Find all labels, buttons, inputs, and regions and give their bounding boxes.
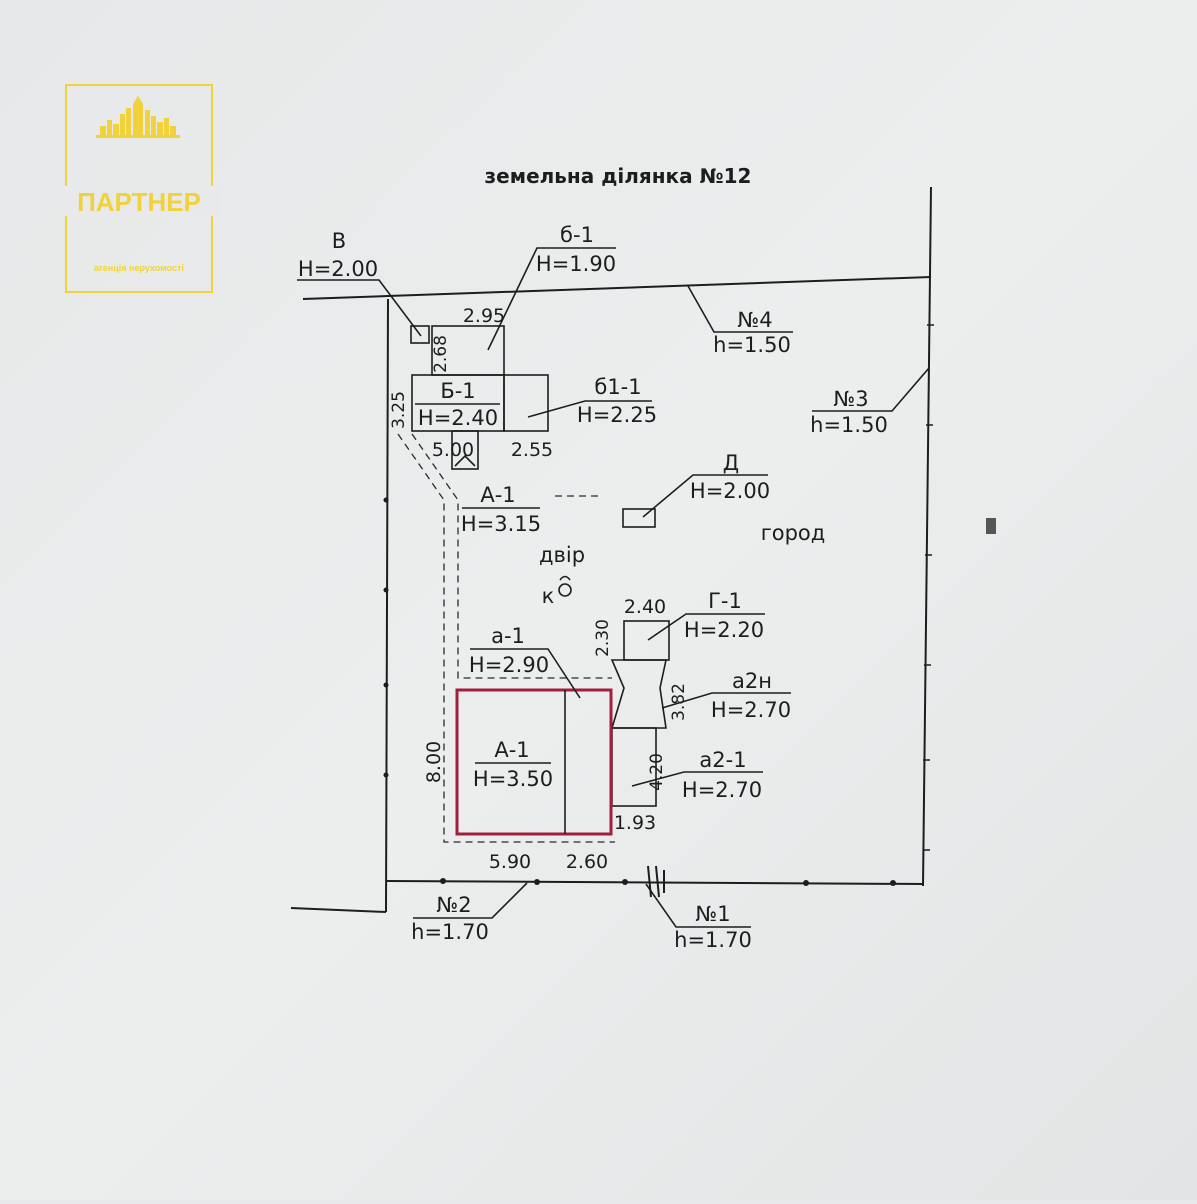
logo-tagline: агенція нерухомості: [94, 263, 184, 273]
label-n3-height: h=1.50: [810, 413, 888, 437]
label-n3-name: №3: [833, 387, 868, 411]
label-a1-name: а-1: [491, 624, 525, 648]
dim-3-25: 3.25: [389, 391, 409, 429]
leader-lines: [297, 247, 930, 928]
leader-n4: [687, 285, 793, 333]
porch-arrow: [454, 454, 476, 467]
label-n2-height: h=1.70: [411, 920, 489, 944]
leader-n1: [645, 883, 751, 928]
label-a2n-height: Н=2.70: [711, 698, 791, 722]
leader-a2-1: [631, 771, 763, 787]
right-boundary-ticks: [923, 324, 934, 851]
label-a21-height: Н=2.70: [682, 778, 762, 802]
label-n2-name: №2: [436, 893, 471, 917]
label-A1top-height: Н=3.15: [461, 512, 541, 536]
dim-4-20: 4.20: [647, 753, 667, 791]
label-n4-height: h=1.50: [713, 333, 791, 357]
leader-b1-1: [527, 400, 652, 418]
label-G1-height: Н=2.20: [684, 618, 764, 642]
label-n1-height: h=1.70: [674, 928, 752, 952]
building-v: [410, 325, 430, 344]
dim-1-93: 1.93: [614, 812, 656, 834]
label-b1-height: Н=1.90: [536, 252, 616, 276]
leader-b1: [487, 247, 616, 351]
scan-mark: [986, 518, 996, 534]
partner-logo: ПАРТНЕР агенція нерухомості: [58, 84, 220, 293]
building-b1-1: [503, 374, 549, 432]
area-words: двір город к: [539, 521, 825, 608]
label-v-height: Н=2.00: [298, 257, 378, 281]
label-A1top-name: А-1: [480, 483, 515, 507]
well-label: к: [542, 584, 555, 608]
leader-v: [297, 279, 422, 337]
building-a2n: [610, 659, 667, 729]
label-a21-name: а2-1: [699, 748, 746, 772]
label-a2n-name: а2н: [732, 669, 772, 693]
page-title: земельна ділянка №12: [485, 164, 752, 188]
leader-a2n: [661, 692, 791, 709]
label-A1-height: Н=3.50: [473, 767, 553, 791]
garden-label: город: [761, 521, 826, 545]
logo-brand: ПАРТНЕР: [77, 187, 201, 217]
leader-a1: [470, 648, 581, 699]
yard-label: двір: [539, 543, 585, 567]
dim-2-68: 2.68: [431, 335, 451, 373]
well-icon: [558, 575, 572, 597]
main-house-outline: [455, 688, 613, 836]
logo-text-backdrop: [58, 186, 220, 216]
bottom-left-jog: [290, 907, 387, 913]
label-D-height: Н=2.00: [690, 479, 770, 503]
dim-8-00: 8.00: [423, 741, 445, 783]
leader-G1: [647, 613, 765, 641]
fence-markers: [383, 497, 896, 886]
dim-5-90: 5.90: [489, 851, 531, 873]
label-b11-height: Н=2.25: [577, 403, 657, 427]
label-b11-name: б1-1: [594, 375, 641, 399]
label-B1-height: Н=2.40: [418, 406, 498, 430]
dim-2-55: 2.55: [511, 439, 553, 461]
dim-2-40: 2.40: [624, 596, 666, 618]
dim-2-60: 2.60: [566, 851, 608, 873]
right-boundary-line: [922, 186, 932, 887]
plot-boundaries: [290, 186, 932, 913]
city-skyline-icon: [96, 96, 180, 138]
label-D-name: Д: [723, 451, 739, 475]
left-boundary-line: [385, 298, 389, 913]
path-inner: [411, 433, 612, 679]
dim-2-95: 2.95: [463, 305, 505, 327]
main-house-A1: [455, 688, 613, 836]
building-labels: В Н=2.00 б-1 Н=1.90 Б-1 Н=2.40 б1-1 Н=2.…: [298, 223, 888, 952]
dim-3-82: 3.82: [669, 683, 689, 721]
path-outer: [397, 433, 615, 843]
label-A1-name: А-1: [494, 738, 529, 762]
label-n4-name: №4: [737, 308, 772, 332]
bottom-boundary-line: [385, 880, 924, 885]
label-n1-name: №1: [695, 902, 730, 926]
label-v-name: В: [332, 229, 346, 253]
dim-2-30: 2.30: [593, 619, 613, 657]
leader-D: [642, 474, 768, 518]
dimension-labels: 2.95 2.68 3.25 5.00 2.55 2.40 2.30 3.82 …: [389, 305, 689, 873]
top-boundary-line: [302, 276, 932, 300]
label-G1-name: Г-1: [708, 589, 742, 613]
label-a1-height: Н=2.90: [469, 653, 549, 677]
leader-n2: [413, 882, 528, 919]
leader-n3: [812, 367, 930, 412]
label-B1-name: Б-1: [440, 379, 475, 403]
porch-B1: [451, 430, 479, 470]
label-b1-name: б-1: [560, 223, 594, 247]
dashed-paths: [397, 433, 615, 843]
dim-5-00: 5.00: [432, 439, 474, 461]
building-D: [622, 508, 656, 528]
